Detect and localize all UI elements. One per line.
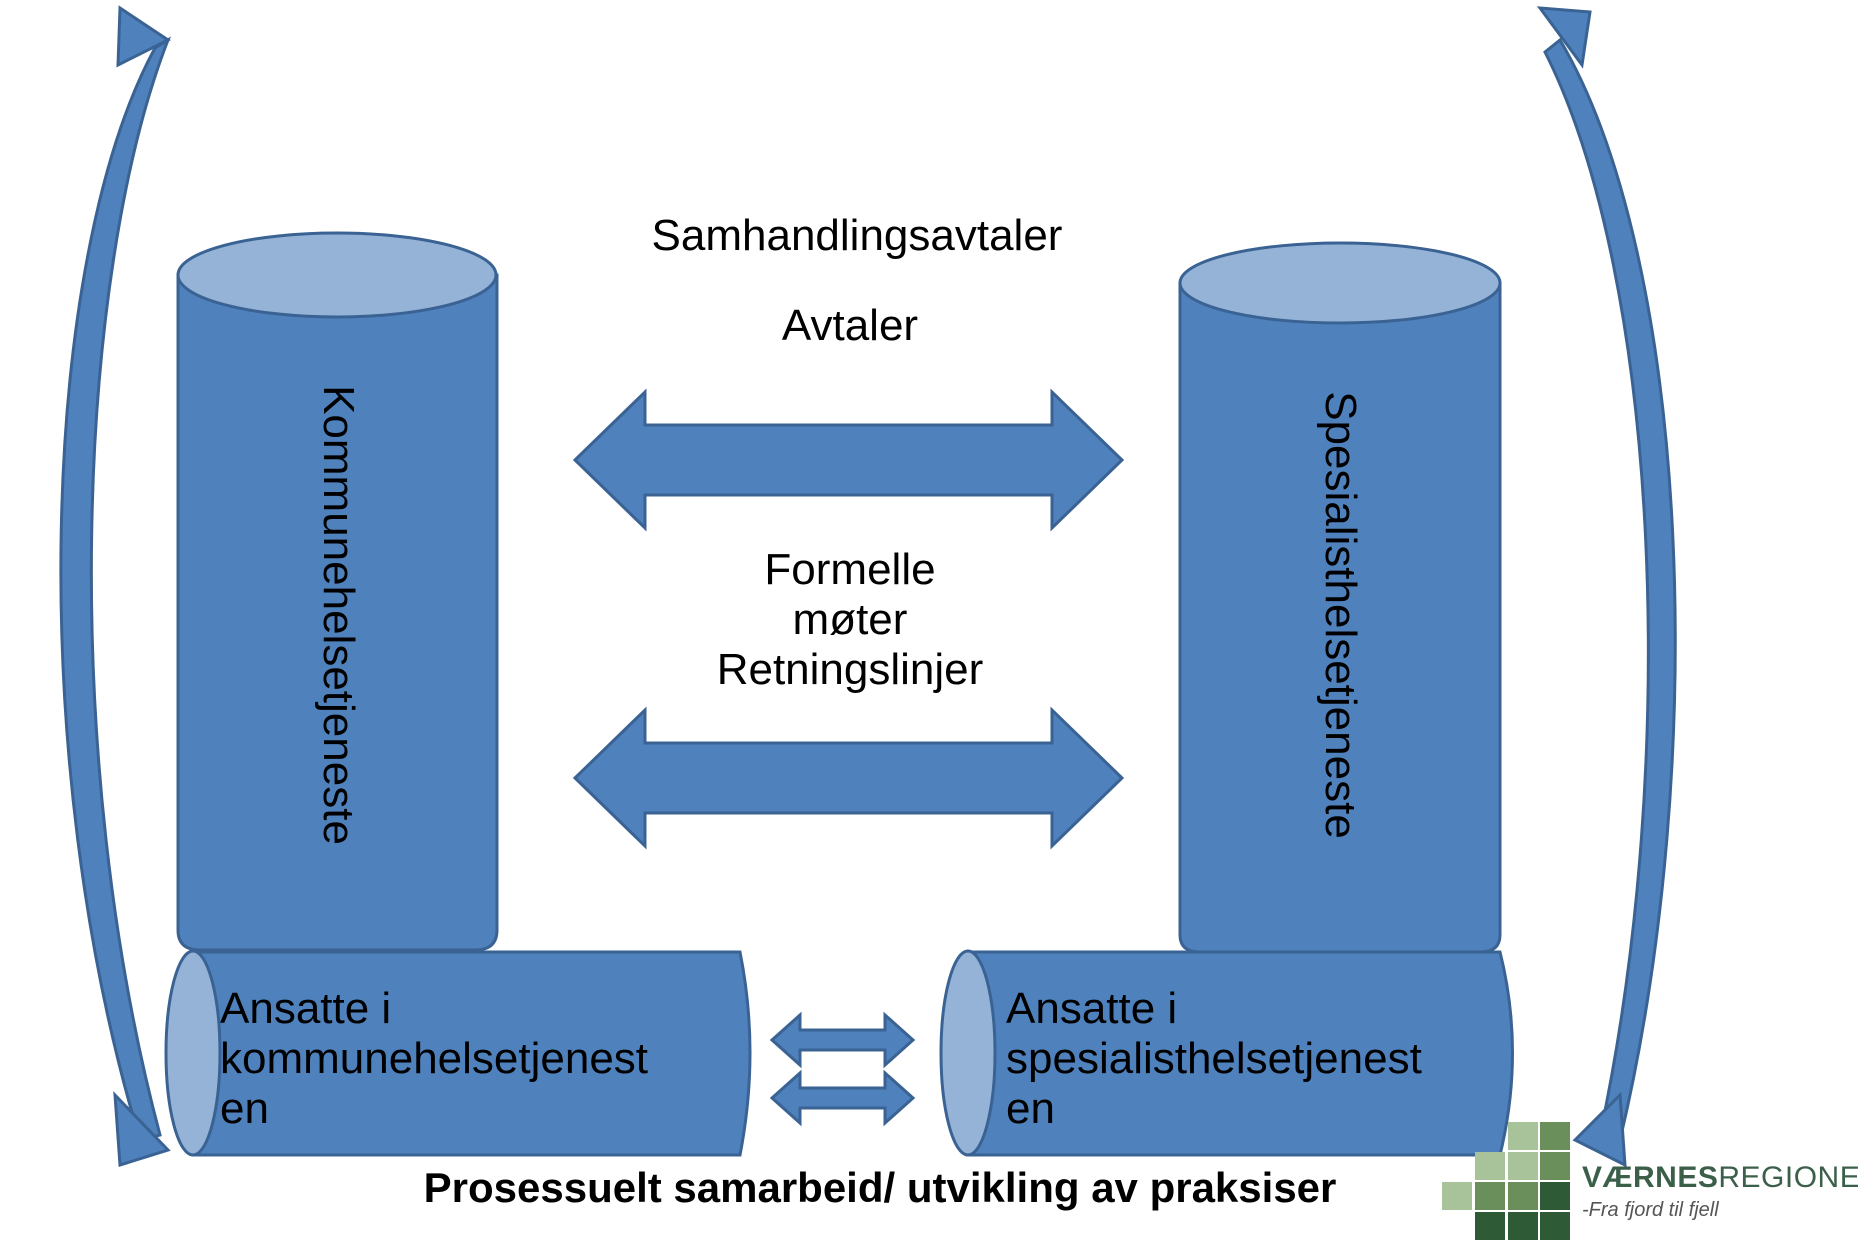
label-avtaler: Avtaler bbox=[781, 301, 919, 350]
right-curved-arrow bbox=[1536, 6, 1677, 1168]
label-samhandlingsavtaler: Samhandlingsavtaler bbox=[651, 211, 1063, 260]
logo-name-rest: REGIONEN bbox=[1718, 1161, 1858, 1194]
logo-name-bold: VÆRNES bbox=[1582, 1161, 1719, 1194]
left-curved-arrow bbox=[59, 5, 172, 1167]
footer-caption: Prosessuelt samarbeid/ utvikling av prak… bbox=[423, 1164, 1337, 1211]
right-cylinder bbox=[1178, 241, 1502, 954]
double-arrow-bottom bbox=[572, 706, 1125, 850]
right-staff-label: Ansatte i spesialisthelsetjenest en bbox=[1006, 984, 1422, 1134]
double-arrow-top bbox=[572, 388, 1125, 532]
logo-tagline: -Fra fjord til fjell bbox=[1582, 1199, 1719, 1221]
small-double-arrow-top bbox=[769, 1011, 916, 1069]
right-cylinder-label: Spesialisthelsetjeneste bbox=[1316, 391, 1365, 839]
small-double-arrow-bottom bbox=[769, 1069, 916, 1127]
left-cylinder bbox=[176, 231, 499, 952]
left-cylinder-label: Kommunehelsetjeneste bbox=[314, 385, 363, 845]
logo-mark bbox=[1442, 1122, 1570, 1240]
left-staff-cylinder bbox=[164, 949, 752, 1157]
logo-name: VÆRNESREGIONEN bbox=[1582, 1160, 1858, 1196]
left-staff-label: Ansatte i kommunehelsetjenest en bbox=[220, 984, 649, 1134]
label-formelle-moter-retningslinjer: Formelle møter Retningslinjer bbox=[716, 545, 984, 695]
right-staff-cylinder bbox=[939, 949, 1514, 1157]
